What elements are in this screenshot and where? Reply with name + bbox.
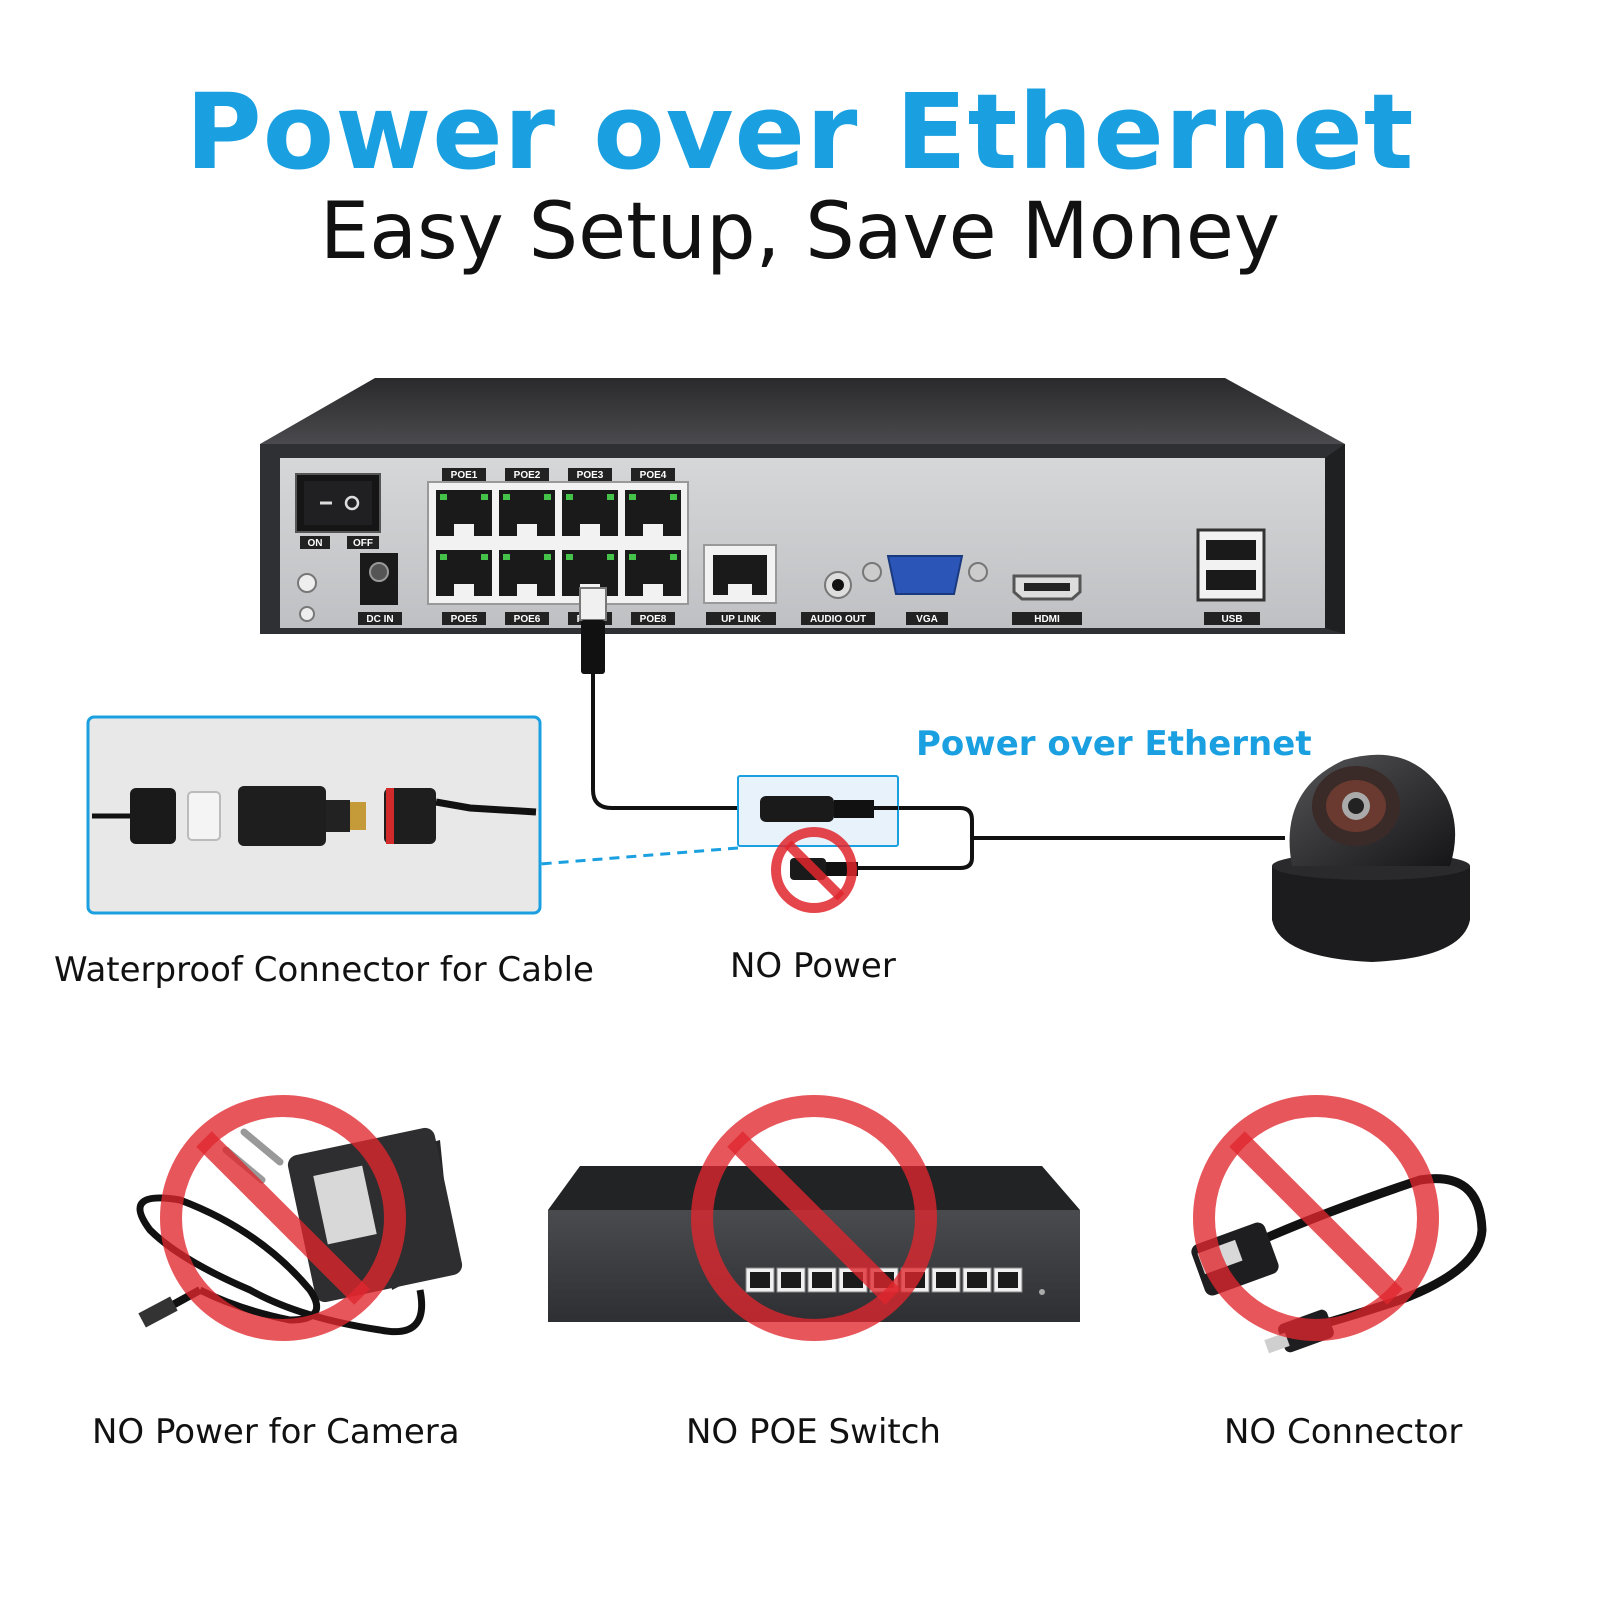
prohibit-icon-1 <box>160 1095 406 1341</box>
vga-port: VGA <box>862 555 988 625</box>
waterproof-connector-label: Waterproof Connector for Cable <box>54 950 594 990</box>
poe-label-bg <box>568 468 612 481</box>
poe-label-poe4: POE4 <box>640 470 667 481</box>
poe-label-bg <box>631 468 675 481</box>
switch-port <box>962 1267 992 1293</box>
poe-port-poe1 <box>436 490 492 536</box>
switch-port <box>993 1267 1023 1293</box>
poe-label-poe1: POE1 <box>451 470 478 481</box>
switch-port <box>776 1267 806 1293</box>
vga-label: VGA <box>916 614 938 625</box>
poe-label-poe2: POE2 <box>514 470 541 481</box>
switch-port <box>931 1267 961 1293</box>
nvr-device: ON OFF DC IN POE1 POE2 POE3 POE4 POE5 POE6 PO… <box>260 378 1345 634</box>
waterproof-connector-box <box>86 715 542 915</box>
dc-in-port: DC IN <box>358 553 402 625</box>
prohibit-icon-3 <box>1193 1095 1439 1341</box>
power-switch: ON OFF <box>295 473 381 549</box>
poe-port-poe2 <box>499 490 555 536</box>
no-connector-label: NO Connector <box>1224 1412 1463 1452</box>
connector-highlight <box>539 775 899 866</box>
poe-port-poe6 <box>499 550 555 596</box>
page-subtitle: Easy Setup, Save Money <box>319 187 1281 277</box>
poe-port-poe3 <box>562 490 618 536</box>
poe-port-poe4 <box>625 490 681 536</box>
uplink-port: UP LINK <box>703 544 777 625</box>
hdmi-label: HDMI <box>1034 614 1060 625</box>
ground-screw-icon <box>297 573 317 593</box>
poe-ports <box>436 490 681 596</box>
poe-port-poe8 <box>625 550 681 596</box>
dome-camera-icon <box>1272 754 1470 962</box>
poe-label-bg <box>442 612 486 625</box>
no-power-for-camera-label: NO Power for Camera <box>92 1412 460 1452</box>
poe-label-bg <box>505 612 549 625</box>
no-power-label: NO Power <box>730 946 896 986</box>
ground-symbol-icon <box>299 606 315 622</box>
hdmi-port: HDMI <box>1012 574 1082 625</box>
poe-label-bg <box>505 468 549 481</box>
usb-port: USB <box>1196 528 1266 625</box>
poe-label-poe5: POE5 <box>451 614 478 625</box>
page-title: Power over Ethernet <box>185 71 1415 193</box>
poe-label-poe3: POE3 <box>577 470 604 481</box>
switch-port <box>807 1267 837 1293</box>
no-power-prohibit-icon <box>771 827 858 913</box>
poe-label-bg <box>442 468 486 481</box>
audio-out-port: AUDIO OUT <box>801 571 875 625</box>
dc-in-label: DC IN <box>366 614 393 625</box>
poe-label-bg <box>631 612 675 625</box>
poe-switch-icon <box>548 1166 1080 1322</box>
prohibit-icon-2 <box>691 1095 937 1341</box>
nvr-top-lid <box>260 378 1345 444</box>
switch-port <box>745 1267 775 1293</box>
ethernet-cable <box>579 587 1285 870</box>
audio-out-label: AUDIO OUT <box>810 614 866 625</box>
poe-connection-label: Power over Ethernet <box>916 724 1312 764</box>
poe-label-poe8: POE8 <box>640 614 667 625</box>
poe-port-poe5 <box>436 550 492 596</box>
uplink-label: UP LINK <box>721 614 762 625</box>
switch-off-label: OFF <box>353 538 373 549</box>
poe-label-poe6: POE6 <box>514 614 541 625</box>
no-poe-switch-label: NO POE Switch <box>686 1412 941 1452</box>
switch-on-label: ON <box>308 538 323 549</box>
usb-label: USB <box>1221 614 1242 625</box>
